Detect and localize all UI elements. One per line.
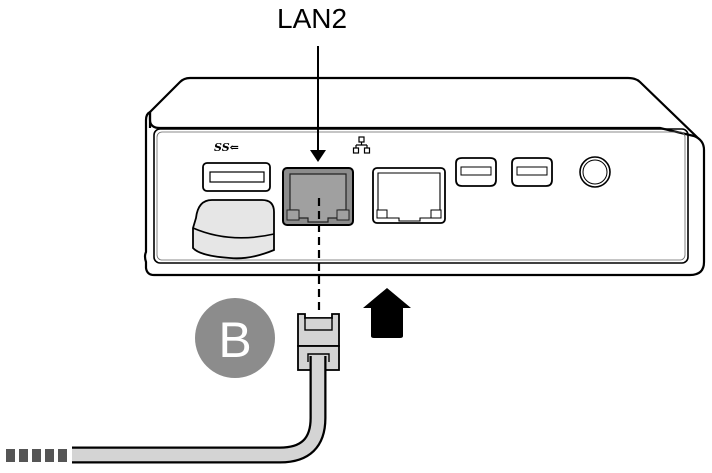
cable-continuation-dashes (6, 449, 67, 462)
step-badge: B (195, 298, 275, 378)
lan2-callout-label: LAN2 (277, 3, 347, 34)
power-port (579, 156, 611, 188)
callout-arrow (310, 46, 326, 162)
superspeed-usb-icon: SS⇐ (214, 141, 239, 154)
rj45-plug (297, 313, 340, 371)
mini-displayport-2 (511, 157, 553, 187)
insert-up-arrow (363, 288, 411, 338)
network-cable (6, 356, 327, 464)
network-icon (352, 136, 371, 154)
chassis-top (149, 76, 701, 141)
front-panel (153, 128, 689, 264)
lan1-port (352, 136, 446, 224)
mini-displayport-1 (455, 157, 497, 187)
step-badge-letter: B (218, 312, 251, 368)
usb-cap (192, 199, 275, 260)
usb-3-port: SS⇐ (202, 141, 271, 192)
